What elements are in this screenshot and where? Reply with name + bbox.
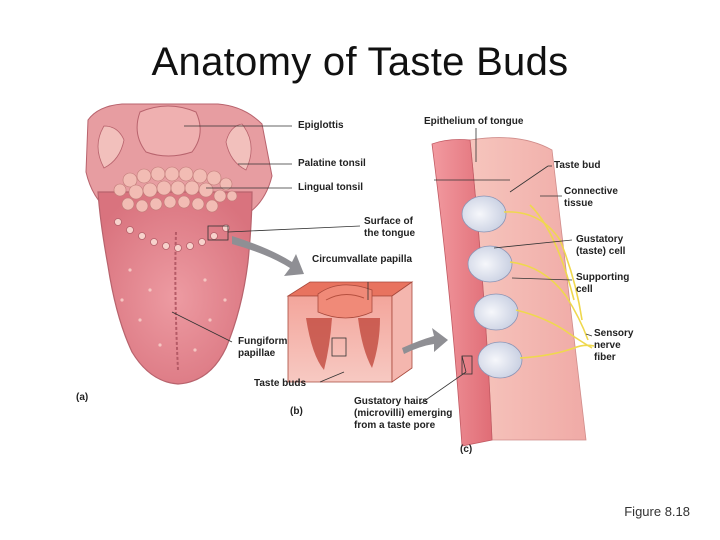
labels-b: Surface of the tongue Circumvallate papi…: [254, 216, 452, 431]
label-taste-bud: Taste bud: [554, 160, 600, 171]
label-sensory-nerve-fiber-3: fiber: [594, 352, 616, 363]
label-fungiform-papillae-1: Fungiform: [238, 336, 288, 347]
figure-number: Figure 8.18: [624, 504, 690, 519]
slide-title: Anatomy of Taste Buds: [151, 40, 569, 84]
tongue-illustration: [85, 103, 273, 385]
label-supporting-cell-2: cell: [576, 284, 593, 295]
label-connective-tissue-1: Connective: [564, 186, 618, 197]
labels-a: Epiglottis Palatine tonsil Lingual tonsi…: [76, 120, 366, 403]
leader-lines: [171, 125, 593, 405]
label-surface-of-tongue-1: Surface of: [364, 216, 414, 227]
label-taste-buds: Taste buds: [254, 378, 306, 389]
taste-bud-shapes: [461, 195, 523, 379]
epithelium-section: [431, 137, 595, 447]
label-connective-tissue-2: tissue: [564, 198, 593, 209]
fungiform-dots: [120, 268, 227, 352]
label-gustatory-cell-1: Gustatory: [576, 234, 624, 245]
label-gustatory-hairs-3: from a taste pore: [354, 420, 436, 431]
label-gustatory-cell-2: (taste) cell: [576, 246, 626, 257]
label-sensory-nerve-fiber-2: nerve: [594, 340, 621, 351]
label-gustatory-hairs-1: Gustatory hairs: [354, 396, 428, 407]
label-epithelium-of-tongue: Epithelium of tongue: [424, 116, 524, 127]
label-gustatory-hairs-2: (microvilli) emerging: [354, 408, 452, 419]
part-a: (a): [76, 392, 88, 403]
label-epiglottis: Epiglottis: [298, 120, 344, 131]
circumvallate-row: [114, 218, 230, 252]
labels-c: Epithelium of tongue Taste bud Connectiv…: [424, 116, 634, 455]
part-c: (c): [460, 444, 472, 455]
label-circumvallate-papilla: Circumvallate papilla: [312, 254, 412, 265]
detail-box-a: [207, 225, 229, 241]
label-surface-of-tongue-2: the tongue: [364, 228, 416, 239]
arrow-a-to-b: [232, 236, 304, 276]
label-fungiform-papillae-2: papillae: [238, 348, 276, 359]
epiglottis-shape: [136, 105, 201, 157]
lingual-tonsil-cluster: [113, 166, 238, 213]
label-sensory-nerve-fiber-1: Sensory: [594, 328, 634, 339]
part-b: (b): [290, 406, 303, 417]
papilla-block: [286, 281, 414, 383]
detail-box-c: [461, 355, 473, 375]
label-supporting-cell-1: Supporting: [576, 272, 629, 283]
circumvallate-papilla-shape: [317, 284, 373, 319]
label-lingual-tonsil: Lingual tonsil: [298, 182, 363, 193]
label-palatine-tonsil: Palatine tonsil: [298, 158, 366, 169]
arrow-b-to-c: [402, 328, 448, 354]
detail-box-b: [331, 337, 347, 357]
sensory-nerve-fibers: [503, 204, 595, 359]
